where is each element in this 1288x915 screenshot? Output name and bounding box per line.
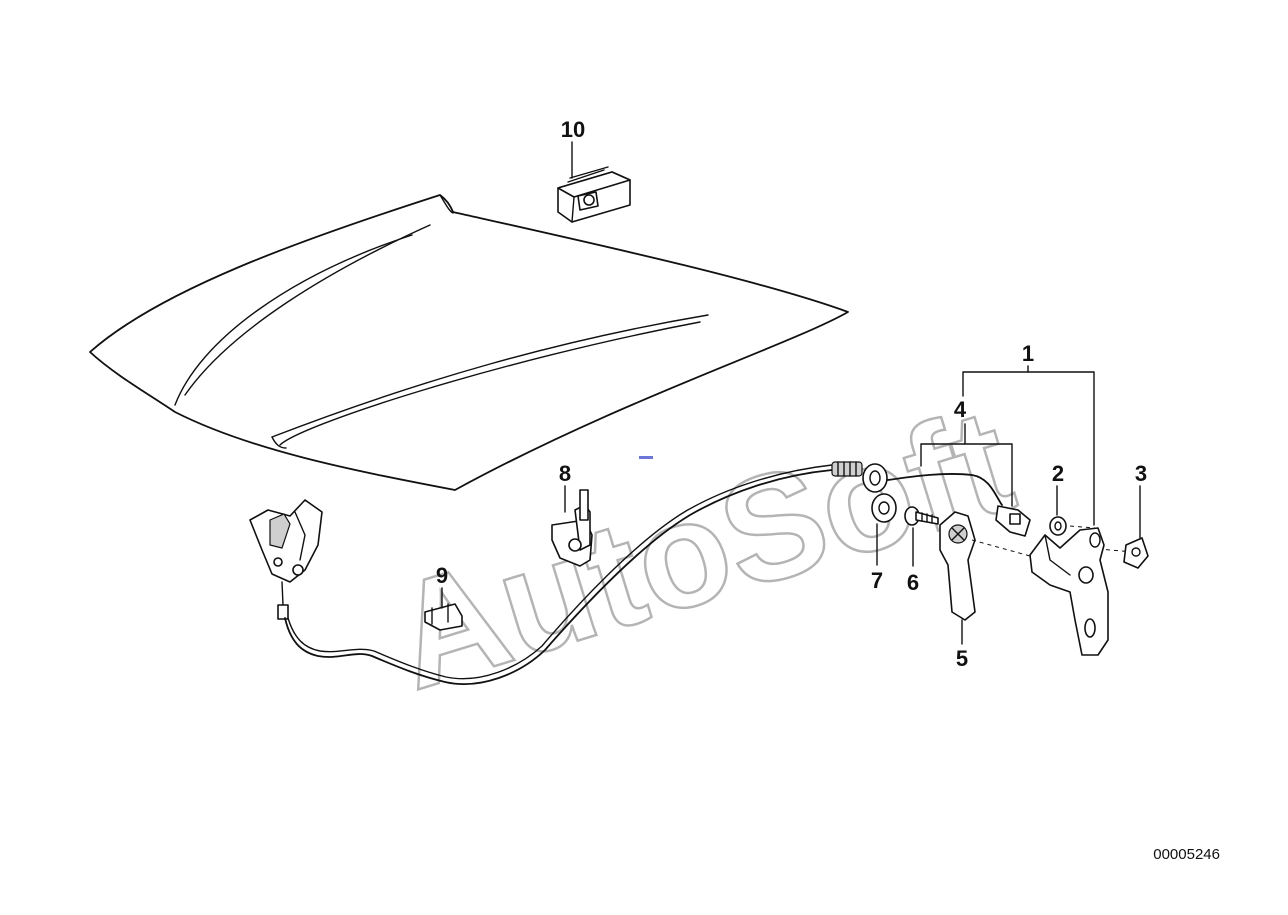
callout-4: 4: [954, 397, 967, 422]
part-2-nut: [1049, 516, 1067, 536]
callout-5: 5: [956, 646, 968, 671]
bracket-4: [920, 443, 1013, 507]
release-cable-inner: [287, 464, 833, 680]
part-7-washer: [871, 493, 897, 523]
release-cable-outer: [284, 469, 833, 685]
watermark-text: AutoSoft: [375, 375, 1030, 721]
part-10-buffer: [557, 166, 631, 223]
cable-grommet: [831, 461, 888, 493]
callout-10: 10: [561, 117, 585, 142]
blue-marker: [639, 456, 653, 459]
callout-2: 2: [1052, 461, 1064, 486]
cable-part-4: [887, 473, 1003, 506]
callout-6: 6: [907, 570, 919, 595]
callout-9: 9: [436, 563, 448, 588]
diagram-reference-number: 00005246: [1153, 846, 1220, 863]
assembly-line-c: [1097, 548, 1135, 553]
assembly-line-a: [971, 539, 1031, 557]
part-9-clip: [424, 603, 463, 631]
callout-7: 7: [871, 568, 883, 593]
callout-3: 3: [1135, 461, 1147, 486]
hood-panel: [89, 194, 849, 491]
part-5-lever: [939, 511, 976, 621]
release-bracket: [1029, 527, 1109, 656]
cable-end-4: [995, 505, 1031, 537]
part-6-screw: [904, 506, 939, 526]
assembly-line-b: [1069, 525, 1096, 529]
part-8-support: [551, 489, 593, 567]
callout-8: 8: [559, 461, 571, 486]
part-3-clip-nut: [1123, 537, 1149, 569]
callout-1: 1: [1022, 341, 1034, 366]
hood-lock: [249, 499, 323, 620]
